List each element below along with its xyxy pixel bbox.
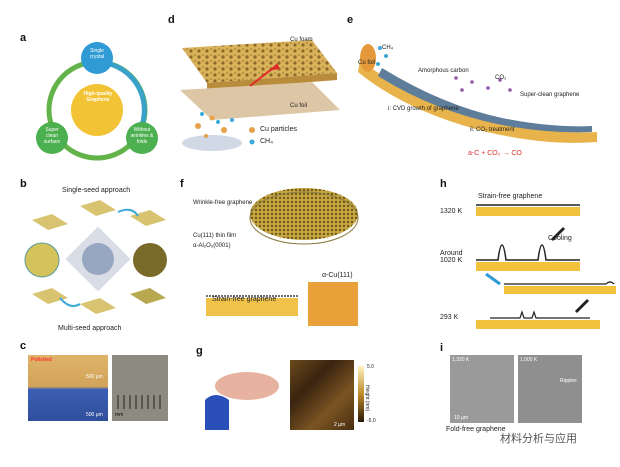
scale-bar-c1: 500 µm xyxy=(86,374,103,380)
panel-label-i: i xyxy=(440,342,444,354)
center-circle xyxy=(71,84,123,136)
multi-seed-label: Multi-seed approach xyxy=(58,325,122,332)
afm-image xyxy=(290,360,354,430)
legend-cu-particles: Cu particles xyxy=(260,126,297,133)
panel-label-b: b xyxy=(20,178,27,190)
colorbar-max: 5.0 xyxy=(367,364,374,370)
wafer-glove xyxy=(205,372,279,430)
no-wrinkle-text: Without wrinkles & folds xyxy=(130,127,154,145)
mm-label: mm xyxy=(115,412,124,418)
height-colorbar xyxy=(358,366,364,422)
cooling-diagram xyxy=(476,204,616,329)
polished-cu-image xyxy=(28,355,108,421)
super-clean-text: Super clean surface xyxy=(43,127,61,145)
ripples-label: Ripples xyxy=(560,378,577,384)
center-text: High-quality Graphene xyxy=(83,91,113,103)
cu-foil-label-e: Cu foil xyxy=(358,60,376,66)
sem-image-2 xyxy=(518,355,582,423)
al2o3-label: α-Al₂O₃(0001) xyxy=(193,243,231,249)
co2-label: CO₂ xyxy=(495,75,507,81)
ruler-image xyxy=(112,355,168,421)
panel-label-h: h xyxy=(440,178,447,190)
scale-bar-c2: 500 µm xyxy=(86,412,103,418)
ruler-ticks xyxy=(117,395,161,409)
single-seed-label: Single-seed approach xyxy=(62,187,131,194)
fold-free-caption: Fold-free graphene xyxy=(446,426,506,433)
cu-foam-diagram xyxy=(180,40,340,151)
panel-label-e: e xyxy=(347,14,354,26)
scale-bar-i: 10 µm xyxy=(454,415,468,421)
sem1-temp: 1,320 K xyxy=(452,357,470,363)
ch4-label-e: CH₄ xyxy=(382,45,394,51)
temp-1020: Around 1020 K xyxy=(440,250,463,264)
strain-free-label-f: Strain-free graphene xyxy=(212,296,277,303)
temp-293: 293 K xyxy=(440,314,459,321)
amorphous-carbon-label: Amorphous carbon xyxy=(418,68,469,74)
scale-bar-g: 2 µm xyxy=(334,422,346,428)
panel-label-d: d xyxy=(168,14,175,26)
watermark: 材料分析与应用 xyxy=(500,433,577,445)
sem2-temp: 1,000 K xyxy=(520,357,538,363)
temp-1320: 1320 K xyxy=(440,208,463,215)
panel-label-a: a xyxy=(20,32,27,44)
seed-approach-diagram xyxy=(24,200,167,314)
sem-image-1 xyxy=(450,355,514,423)
cu-foil-label: Cu foil xyxy=(290,103,308,109)
polished-label: Polished xyxy=(31,357,52,363)
cooling-label: Cooling xyxy=(548,235,572,242)
cu111-diagram xyxy=(206,188,359,326)
alpha-cu-label: α-Cu(111) xyxy=(322,272,353,279)
reaction-label: a-C + CO₂ → CO xyxy=(468,150,522,157)
cvd-diagram xyxy=(358,44,597,143)
wrinkle-free-label: Wrinkle-free graphene xyxy=(193,200,253,206)
step1-label: i: CVD growth of graphene xyxy=(388,106,459,112)
legend-ch4: CH₄ xyxy=(260,138,273,145)
colorbar-label: Height (nm) xyxy=(364,385,370,412)
quality-cycle-diagram xyxy=(36,42,158,161)
h-title: Strain-free graphene xyxy=(478,193,543,200)
step2-label: ii: CO₂ treatment xyxy=(470,127,515,133)
colorbar-min: -5.0 xyxy=(367,418,376,424)
cu111-film-label: Cu(111) thin film xyxy=(193,233,237,239)
single-crystal-text: Single crystal xyxy=(89,48,105,60)
panel-label-c: c xyxy=(20,340,27,352)
cu-foam-label: Cu foam xyxy=(290,37,313,43)
super-clean-graphene-label: Super-clean graphene xyxy=(520,92,580,98)
panel-label-f: f xyxy=(180,178,184,190)
panel-label-g: g xyxy=(196,345,203,357)
